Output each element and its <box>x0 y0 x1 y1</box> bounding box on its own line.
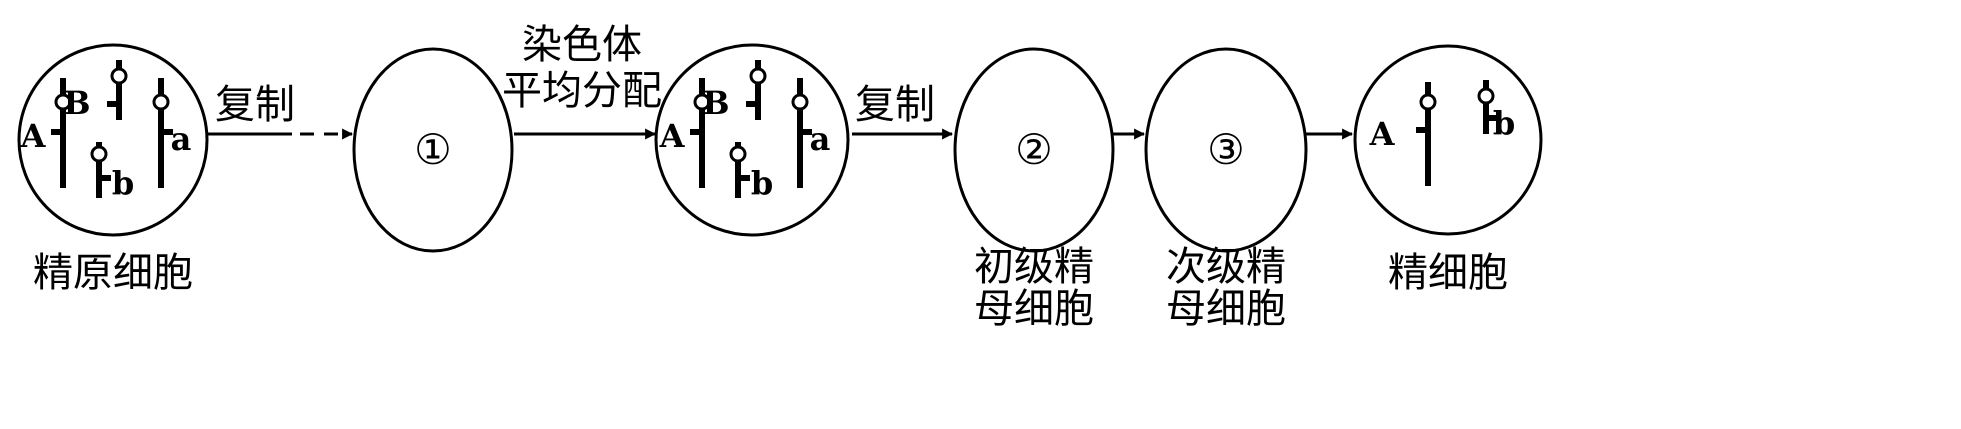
cell-label: 精细胞 <box>1388 250 1508 296</box>
stage-marker: ① <box>414 125 452 174</box>
chromosome <box>729 142 750 198</box>
gene-label: a <box>171 120 192 158</box>
stage-marker: ② <box>1015 125 1053 174</box>
arrow-label: 平均分配 <box>502 68 662 114</box>
arrow-label: 染色体 <box>522 22 642 68</box>
arrow-replication-2: 复制 <box>852 82 954 140</box>
stage-marker: ③ <box>1207 125 1245 174</box>
cell-label: 初级精 <box>974 244 1094 290</box>
gene-label: b <box>1493 104 1515 142</box>
gene-label: B <box>702 84 729 122</box>
chromosome <box>746 60 767 120</box>
cell-outline <box>1144 47 1308 253</box>
cell-label: 次级精 <box>1166 244 1286 290</box>
gene-label: B <box>63 84 90 122</box>
arrow-label: 复制 <box>215 82 295 128</box>
chromosome <box>1416 82 1437 186</box>
chromosome <box>690 78 711 188</box>
chromosome <box>152 78 173 188</box>
cell-outline <box>1353 44 1543 236</box>
cell-label: 精原细胞 <box>33 250 193 296</box>
gene-label: a <box>810 120 831 158</box>
cell-label: 母细胞 <box>974 286 1094 332</box>
cell-stage-3: ③ <box>1144 47 1308 253</box>
gene-label: A <box>1369 115 1396 153</box>
chromosome <box>107 60 128 120</box>
gene-label: b <box>112 164 134 202</box>
cell-outline <box>352 47 514 253</box>
arrow-replication-1: 复制 <box>208 82 354 140</box>
chromosome <box>51 78 72 188</box>
gene-label: A <box>659 117 686 155</box>
arrow-label: 复制 <box>855 82 935 128</box>
cell-label: 母细胞 <box>1166 286 1286 332</box>
cell-stage-1: ① <box>352 47 514 253</box>
cell-stage-2: ② <box>953 47 1115 253</box>
chromosome <box>791 78 812 188</box>
gene-label: b <box>751 164 773 202</box>
chromosome <box>1477 80 1498 134</box>
cell-outline <box>953 47 1115 253</box>
gene-label: A <box>20 117 47 155</box>
chromosome <box>90 142 111 198</box>
